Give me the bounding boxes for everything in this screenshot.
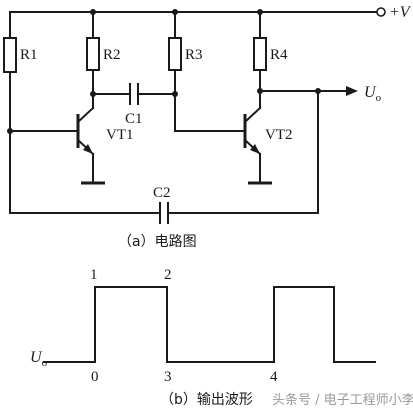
- transistor-vt2: VT2: [243, 106, 293, 185]
- waveform-point-3: 3: [164, 369, 172, 385]
- watermark-text: 头条号 / 电子工程师小李: [272, 392, 413, 408]
- resistor-r3: [168, 37, 182, 71]
- vt1-emitter-arrow-icon: [83, 144, 93, 154]
- transistor-vt1: VT1: [9, 106, 134, 185]
- waveform-caption: （b）输出波形: [160, 392, 253, 408]
- resistor-r2: [86, 37, 100, 71]
- circuit-caption: （a）电路图: [118, 234, 197, 250]
- resistor-r1-label: R1: [20, 47, 38, 63]
- capacitor-c1-label: C1: [125, 111, 143, 127]
- supply-terminal: [376, 7, 386, 17]
- vt2-emitter-arrow-icon: [250, 144, 260, 154]
- output-waveform: Uo 1 2 0 3 4 （b）输出波形: [30, 267, 376, 408]
- waveform-point-1: 1: [90, 267, 98, 283]
- waveform-label: Uo: [30, 349, 48, 369]
- transistor-vt2-label: VT2: [265, 127, 293, 143]
- output-label: Uo: [364, 84, 382, 104]
- vt2-collector: [243, 106, 262, 124]
- vt1-collector: [76, 106, 95, 124]
- resistor-r3-label: R3: [185, 47, 203, 63]
- resistor-r2-label: R2: [103, 47, 121, 63]
- resistor-r4-label: R4: [270, 47, 288, 63]
- transistor-vt1-label: VT1: [106, 127, 134, 143]
- resistor-r4: [253, 37, 267, 71]
- waveform-point-2: 2: [164, 267, 172, 283]
- supply-label: +V: [389, 4, 412, 21]
- circuit-diagram: +V R1 R2 C1 R3 R4 Uo: [3, 4, 412, 250]
- capacitor-c2-label: C2: [153, 185, 171, 201]
- output-arrow-icon: [346, 86, 358, 96]
- waveform-point-0: 0: [91, 369, 99, 385]
- resistor-r1: [3, 37, 17, 73]
- waveform-point-4: 4: [270, 369, 278, 385]
- waveform-trace: [43, 286, 376, 363]
